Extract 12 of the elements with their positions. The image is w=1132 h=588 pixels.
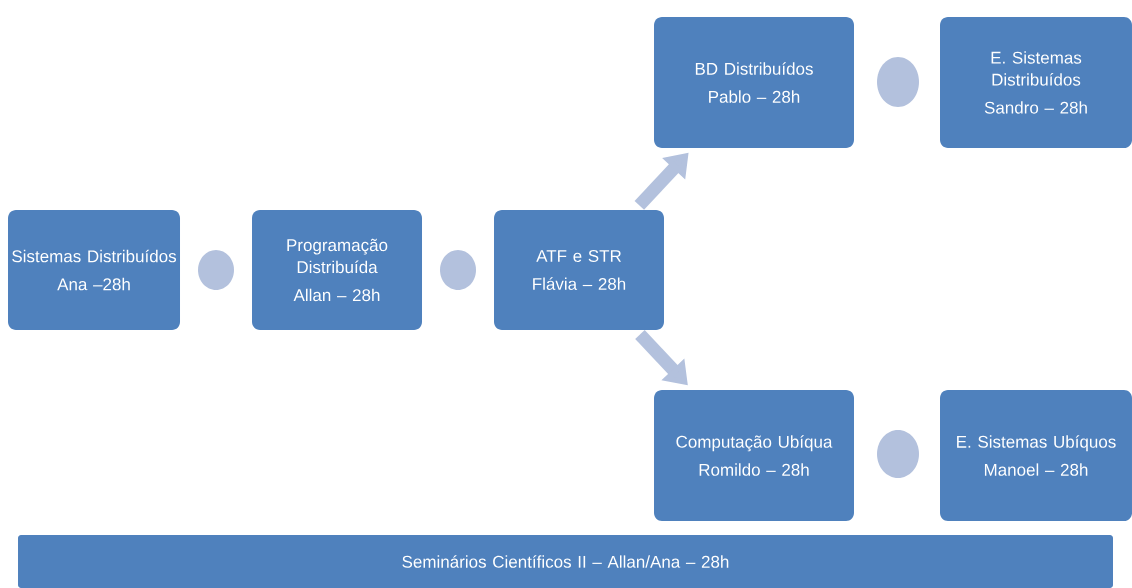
process-box: BD Distribuídos Pablo – 28h <box>654 17 854 148</box>
process-box: E. Sistemas Distribuídos Sandro – 28h <box>940 17 1132 148</box>
connector-circle <box>877 430 919 478</box>
banner: Seminários Científicos II – Allan/Ana – 28h <box>18 535 1113 588</box>
process-box: ATF e STR Flávia – 28h <box>494 210 664 330</box>
process-box: Computação Ubíqua Romildo – 28h <box>654 390 854 521</box>
process-box: E. Sistemas Ubíquos Manoel – 28h <box>940 390 1132 521</box>
connector-circle <box>877 57 919 107</box>
connector-circle <box>198 250 234 290</box>
connector-circle <box>440 250 476 290</box>
process-box: Programação Distribuída Allan – 28h <box>252 210 422 330</box>
process-box: Sistemas Distribuídos Ana –28h <box>8 210 180 330</box>
